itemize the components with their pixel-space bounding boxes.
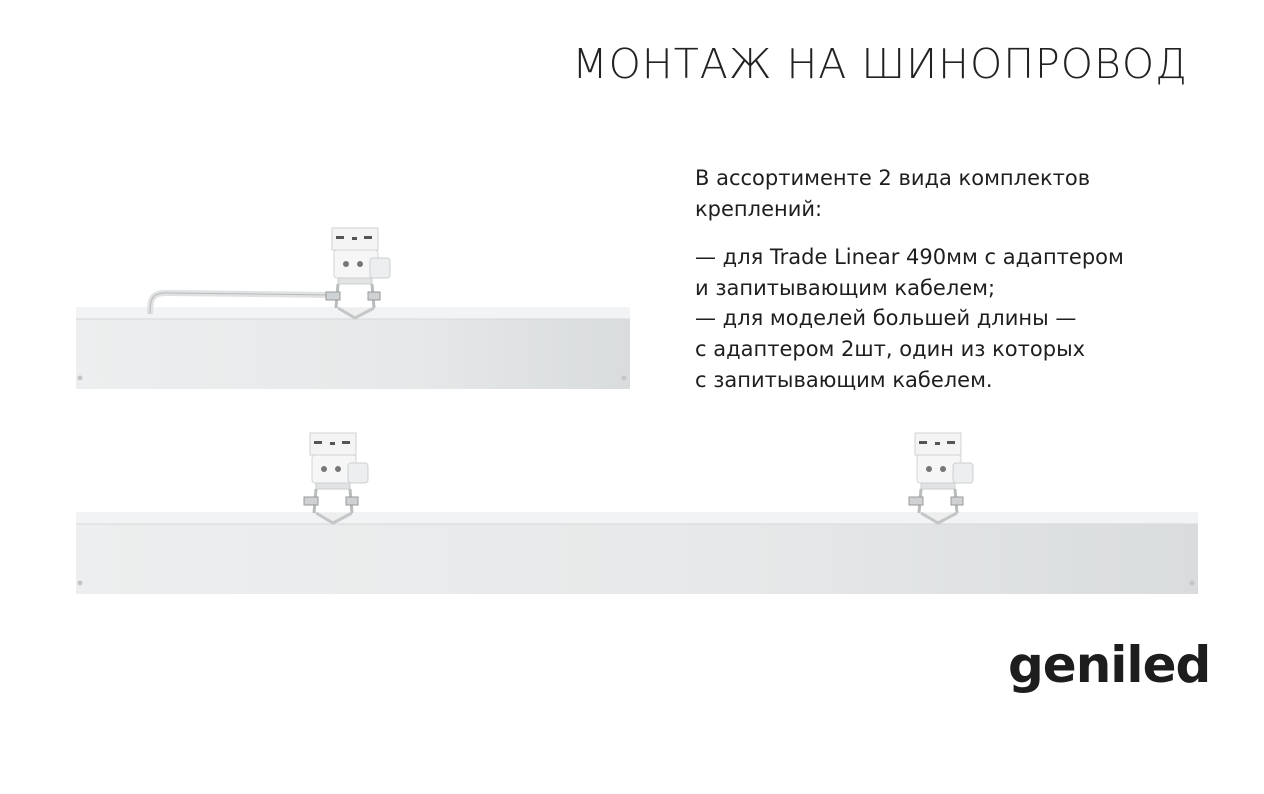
item-line: — для Trade Linear 490мм с адаптером bbox=[695, 245, 1124, 270]
intro-line: В ассортименте 2 вида комплектов bbox=[695, 166, 1091, 190]
item-line: с адаптером 2шт, один из которых bbox=[695, 336, 1086, 361]
intro-line: креплений: bbox=[695, 196, 823, 221]
track-adapter bbox=[324, 226, 392, 320]
fixture-long bbox=[76, 431, 1198, 594]
track-adapter bbox=[302, 431, 370, 525]
geniled-logo: geniled bbox=[1008, 636, 1211, 694]
track-adapter bbox=[907, 431, 975, 525]
description: В ассортименте 2 вида комплектов креплен… bbox=[695, 163, 1215, 395]
item-line: и запитывающим кабелем; bbox=[695, 275, 996, 300]
item-line: — для моделей большей длины — bbox=[695, 306, 1077, 331]
fixture-short bbox=[76, 226, 630, 389]
item-line: с запитывающим кабелем. bbox=[695, 367, 993, 392]
page-title: МОНТАЖ НА ШИНОПРОВОД bbox=[572, 40, 1188, 88]
